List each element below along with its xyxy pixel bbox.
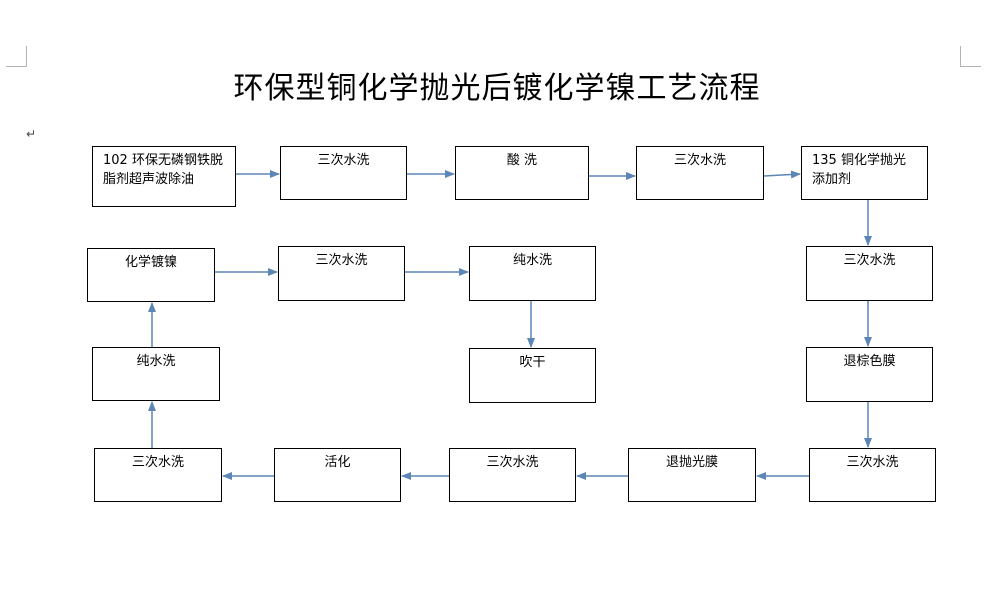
step-rinse-2: 三次水洗 xyxy=(636,146,764,200)
page-corner-mark-left xyxy=(6,46,27,67)
step-rinse-3: 三次水洗 xyxy=(806,246,933,301)
step-pure-water-wash-1: 纯水洗 xyxy=(92,347,220,401)
step-rinse-6: 三次水洗 xyxy=(94,448,222,502)
page-corner-mark-right xyxy=(960,46,981,67)
diagram-title: 环保型铜化学抛光后镀化学镍工艺流程 xyxy=(233,71,761,106)
step-blow-dry: 吹干 xyxy=(469,348,596,403)
step-rinse-4: 三次水洗 xyxy=(809,448,936,502)
step-rinse-7: 三次水洗 xyxy=(278,246,405,301)
step-chemical-polish: 135 铜化学抛光添加剂 xyxy=(801,146,928,200)
paragraph-mark-icon: ↵ xyxy=(26,127,37,141)
step-degrease: 102 环保无磷钢铁脱脂剂超声波除油 xyxy=(92,146,236,207)
step-pure-water-wash-2: 纯水洗 xyxy=(469,246,596,301)
step-activation: 活化 xyxy=(274,448,401,502)
step-remove-polish-film: 退抛光膜 xyxy=(628,448,756,502)
step-electroless-nickel: 化学镀镍 xyxy=(87,248,215,302)
step-acid-wash: 酸 洗 xyxy=(455,146,589,200)
step-remove-brown-film: 退棕色膜 xyxy=(806,347,933,402)
step-rinse-5: 三次水洗 xyxy=(449,448,576,502)
arrow-4-5 xyxy=(763,170,801,179)
step-rinse-1: 三次水洗 xyxy=(280,146,407,200)
